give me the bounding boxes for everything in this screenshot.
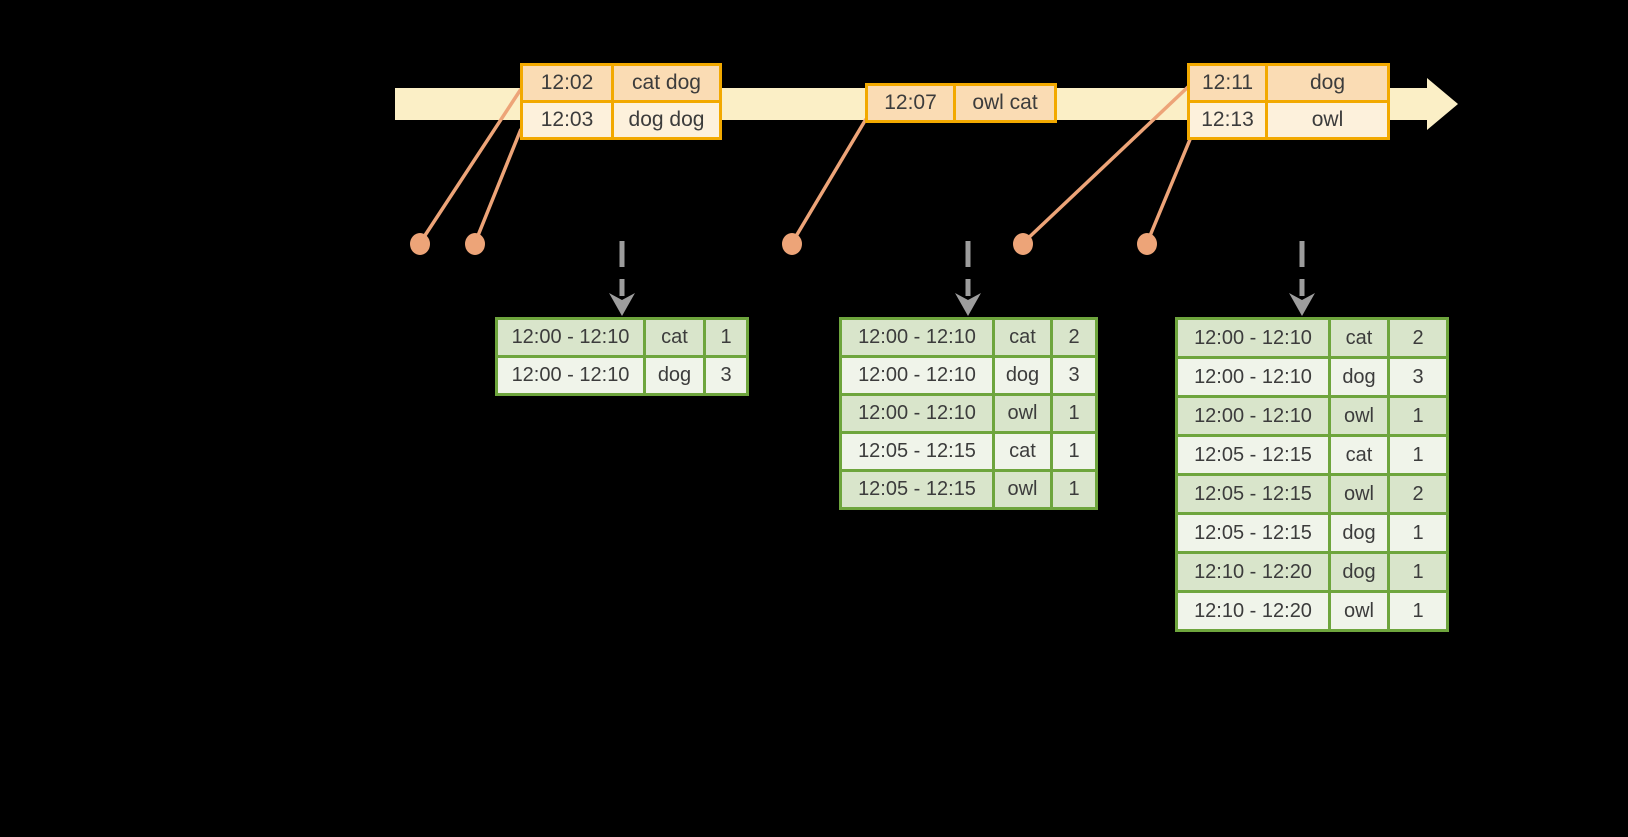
- word-cell: cat: [1331, 320, 1387, 356]
- trigger-arrows: [609, 241, 1315, 316]
- word-cell: dog: [646, 358, 703, 393]
- event-dot: [1137, 233, 1157, 255]
- count-cell: 2: [1390, 320, 1446, 356]
- window-cell: 12:00 - 12:10: [842, 320, 992, 355]
- count-cell: 1: [1390, 593, 1446, 629]
- result-table-3: 12:00 - 12:10 cat 2 12:00 - 12:10 dog 3 …: [1175, 317, 1449, 632]
- event-dot: [1013, 233, 1033, 255]
- window-cell: 12:05 - 12:15: [1178, 515, 1328, 551]
- count-cell: 3: [1390, 359, 1446, 395]
- word-cell: dog: [1331, 359, 1387, 395]
- timeline-arrowhead-icon: [1427, 78, 1458, 130]
- event-dot: [465, 233, 485, 255]
- count-cell: 3: [1053, 358, 1095, 393]
- word-cell: cat: [995, 320, 1050, 355]
- window-cell: 12:00 - 12:10: [842, 358, 992, 393]
- event-connector-lines: [418, 84, 1193, 245]
- event-time-cell: 12:02: [523, 66, 611, 100]
- event-dot: [410, 233, 430, 255]
- word-cell: dog: [995, 358, 1050, 393]
- count-cell: 1: [1053, 472, 1095, 507]
- count-cell: 1: [1053, 434, 1095, 469]
- event-connector-line: [1021, 84, 1191, 245]
- count-cell: 2: [1390, 476, 1446, 512]
- window-cell: 12:00 - 12:10: [1178, 359, 1328, 395]
- event-table-1: 12:02 cat dog 12:03 dog dog: [520, 63, 722, 140]
- event-time-cell: 12:07: [868, 86, 953, 120]
- word-cell: dog: [1331, 554, 1387, 590]
- trigger-arrowhead-icon: [609, 293, 635, 316]
- trigger-arrowhead-icon: [1289, 293, 1315, 316]
- result-table-1: 12:00 - 12:10 cat 1 12:00 - 12:10 dog 3: [495, 317, 749, 396]
- window-cell: 12:00 - 12:10: [1178, 398, 1328, 434]
- word-cell: cat: [1331, 437, 1387, 473]
- window-cell: 12:10 - 12:20: [1178, 554, 1328, 590]
- event-connector-line: [473, 128, 523, 244]
- trigger-arrowhead-icon: [955, 293, 981, 316]
- count-cell: 1: [1390, 437, 1446, 473]
- window-cell: 12:00 - 12:10: [1178, 320, 1328, 356]
- word-cell: owl: [1331, 398, 1387, 434]
- event-words-cell: cat dog: [614, 66, 719, 100]
- event-words-cell: owl: [1268, 103, 1387, 137]
- count-cell: 1: [1390, 554, 1446, 590]
- event-time-cell: 12:03: [523, 103, 611, 137]
- result-table-2: 12:00 - 12:10 cat 2 12:00 - 12:10 dog 3 …: [839, 317, 1098, 510]
- window-cell: 12:05 - 12:15: [842, 472, 992, 507]
- event-words-cell: dog dog: [614, 103, 719, 137]
- event-dots: [410, 233, 1157, 255]
- window-cell: 12:05 - 12:15: [842, 434, 992, 469]
- count-cell: 1: [1053, 396, 1095, 431]
- event-dot: [782, 233, 802, 255]
- event-time-cell: 12:13: [1190, 103, 1265, 137]
- window-cell: 12:05 - 12:15: [1178, 437, 1328, 473]
- event-words-cell: dog: [1268, 66, 1387, 100]
- window-cell: 12:10 - 12:20: [1178, 593, 1328, 629]
- event-time-cell: 12:11: [1190, 66, 1265, 100]
- window-cell: 12:00 - 12:10: [498, 320, 643, 355]
- event-table-2: 12:07 owl cat: [865, 83, 1057, 123]
- word-cell: owl: [995, 472, 1050, 507]
- word-cell: owl: [1331, 476, 1387, 512]
- window-cell: 12:00 - 12:10: [498, 358, 643, 393]
- window-cell: 12:00 - 12:10: [842, 396, 992, 431]
- count-cell: 2: [1053, 320, 1095, 355]
- count-cell: 1: [706, 320, 746, 355]
- event-connector-line: [418, 88, 523, 244]
- word-cell: dog: [1331, 515, 1387, 551]
- event-connector-line: [790, 118, 868, 244]
- event-table-3: 12:11 dog 12:13 owl: [1187, 63, 1390, 140]
- event-connector-line: [1145, 136, 1193, 244]
- word-cell: cat: [646, 320, 703, 355]
- window-cell: 12:05 - 12:15: [1178, 476, 1328, 512]
- event-words-cell: owl cat: [956, 86, 1054, 120]
- word-cell: owl: [1331, 593, 1387, 629]
- count-cell: 3: [706, 358, 746, 393]
- count-cell: 1: [1390, 515, 1446, 551]
- count-cell: 1: [1390, 398, 1446, 434]
- word-cell: cat: [995, 434, 1050, 469]
- word-cell: owl: [995, 396, 1050, 431]
